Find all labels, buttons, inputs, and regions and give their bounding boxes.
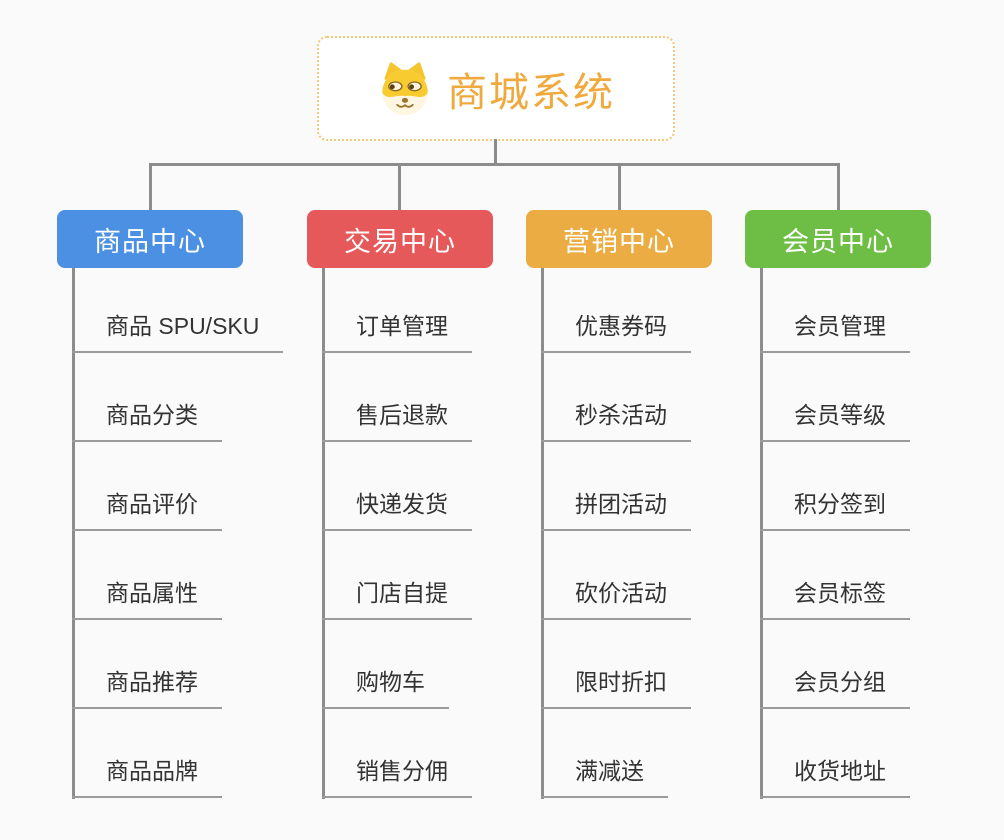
leaf-label: 快递发货 [322,485,472,531]
doge-icon [382,61,428,115]
leaf-label: 商品评价 [72,485,222,531]
leaf-list-product: 商品 SPU/SKU 商品分类 商品评价 商品属性 商品推荐 商品品牌 [72,264,284,798]
connector-drop-trade [398,163,401,210]
leaf-node[interactable]: 满减送 [541,709,691,798]
leaf-list-trade: 订单管理 售后退款 快递发货 门店自提 购物车 销售分佣 [322,264,472,798]
connector-bus [149,163,840,166]
leaf-label: 商品属性 [72,574,222,620]
leaf-label: 订单管理 [322,307,472,353]
leaf-label: 购物车 [322,663,449,709]
leaf-node[interactable]: 商品评价 [72,442,283,531]
leaf-label: 限时折扣 [541,663,691,709]
leaf-node[interactable]: 会员管理 [760,264,910,353]
leaf-label: 门店自提 [322,574,472,620]
leaf-node[interactable]: 会员分组 [760,620,910,709]
connector-trunk-product [72,268,75,799]
connector-root-stem [494,139,497,163]
branch-label: 商品中心 [94,226,206,257]
leaf-node[interactable]: 积分签到 [760,442,910,531]
branch-label: 交易中心 [344,226,456,257]
leaf-node[interactable]: 砍价活动 [541,531,691,620]
leaf-label: 商品推荐 [72,663,222,709]
leaf-list-marketing: 优惠券码 秒杀活动 拼团活动 砍价活动 限时折扣 满减送 [541,264,691,798]
leaf-node[interactable]: 商品品牌 [72,709,283,798]
root-title: 商城系统 [447,70,615,115]
leaf-node[interactable]: 会员标签 [760,531,910,620]
leaf-label: 商品品牌 [72,752,222,798]
leaf-node[interactable]: 秒杀活动 [541,353,691,442]
leaf-node[interactable]: 售后退款 [322,353,472,442]
branch-node-trade-center[interactable]: 交易中心 [307,210,493,268]
branch-node-member-center[interactable]: 会员中心 [745,210,931,268]
leaf-label: 收货地址 [760,752,910,798]
connector-trunk-marketing [541,268,544,799]
leaf-node[interactable]: 订单管理 [322,264,472,353]
leaf-node[interactable]: 商品 SPU/SKU [72,264,284,353]
leaf-node[interactable]: 优惠券码 [541,264,691,353]
leaf-label: 销售分佣 [322,752,472,798]
leaf-label: 会员分组 [760,663,910,709]
leaf-node[interactable]: 限时折扣 [541,620,691,709]
branch-node-product-center[interactable]: 商品中心 [57,210,243,268]
leaf-node[interactable]: 门店自提 [322,531,472,620]
leaf-label: 会员管理 [760,307,910,353]
branch-label: 会员中心 [782,226,894,257]
leaf-label: 拼团活动 [541,485,691,531]
leaf-label: 商品分类 [72,396,222,442]
leaf-label: 售后退款 [322,396,472,442]
leaf-label: 会员标签 [760,574,910,620]
leaf-node[interactable]: 销售分佣 [322,709,472,798]
leaf-node[interactable]: 拼团活动 [541,442,691,531]
leaf-node[interactable]: 会员等级 [760,353,910,442]
branch-node-marketing-center[interactable]: 营销中心 [526,210,712,268]
leaf-node[interactable]: 商品推荐 [72,620,283,709]
leaf-node[interactable]: 商品属性 [72,531,283,620]
leaf-label: 砍价活动 [541,574,691,620]
leaf-node[interactable]: 购物车 [322,620,472,709]
leaf-list-member: 会员管理 会员等级 积分签到 会员标签 会员分组 收货地址 [760,264,910,798]
connector-trunk-member [760,268,763,799]
leaf-node[interactable]: 商品分类 [72,353,283,442]
connector-trunk-trade [322,268,325,799]
leaf-label: 优惠券码 [541,307,691,353]
leaf-label: 秒杀活动 [541,396,691,442]
leaf-label: 积分签到 [760,485,910,531]
leaf-node[interactable]: 收货地址 [760,709,910,798]
leaf-node[interactable]: 快递发货 [322,442,472,531]
branch-label: 营销中心 [563,226,675,257]
leaf-label: 商品 SPU/SKU [72,307,284,353]
connector-drop-member [837,163,840,210]
leaf-label: 满减送 [541,752,668,798]
leaf-label: 会员等级 [760,396,910,442]
connector-drop-marketing [618,163,621,210]
root-node-mall-system[interactable]: 商城系统 [317,36,675,141]
connector-drop-product [149,163,152,210]
